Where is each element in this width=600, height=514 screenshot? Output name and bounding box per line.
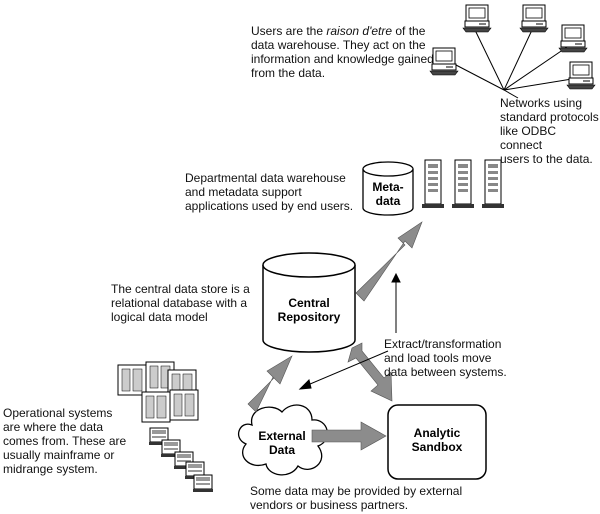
etl-annotation-line: data between systems. <box>384 365 507 379</box>
operational-annotation-line: comes from. These are <box>3 434 127 448</box>
users-annotation-line: from the data. <box>251 66 326 80</box>
operational-annotation-line: are where the data <box>3 420 104 434</box>
etl-annotation: Extract/transformation and load tools mo… <box>384 337 507 379</box>
networks-annotation-line: like ODBC connect <box>500 124 557 152</box>
metadata-label-line: Meta- <box>372 180 404 194</box>
mainframe-cabinet-icon <box>117 361 199 423</box>
network-lines <box>455 29 579 99</box>
external-data-cloud <box>237 404 328 476</box>
metadata-cylinder <box>362 161 414 216</box>
metadata-label-line: data <box>375 194 401 208</box>
networks-annotation-line: users to the data. <box>500 152 593 166</box>
metadata-label: Meta- data <box>363 180 413 208</box>
etl-annotation-line: Extract/transformation <box>384 337 502 351</box>
analytic-sandbox-label-line: Sandbox <box>411 440 463 454</box>
networks-annotation-line: standard protocols <box>500 110 599 124</box>
line-printer-icon <box>148 427 214 493</box>
users-annotation-pre: Users are the <box>251 24 327 38</box>
flow-arrows <box>247 221 423 451</box>
external-source-annotation-line: Some data may be provided by external <box>250 484 463 498</box>
users-annotation-line: information and knowledge gained <box>251 52 434 66</box>
users-annotation-line: data warehouse. They act on the <box>251 38 426 52</box>
analytic-sandbox-label-line: Analytic <box>413 426 461 440</box>
operational-annotation: Operational systems are where the data c… <box>3 406 126 476</box>
central-store-annotation-line: relational database with a <box>111 296 248 310</box>
departmental-annotation-line: Departmental data warehouse <box>185 171 346 185</box>
external-source-annotation: Some data may be provided by external ve… <box>250 484 462 512</box>
central-store-annotation-line: The central data store is a <box>111 282 250 296</box>
departmental-annotation-line: and metadata support <box>185 185 302 199</box>
analytic-sandbox-box <box>387 404 487 480</box>
external-source-annotation-line: vendors or business partners. <box>250 498 409 512</box>
departmental-annotation: Departmental data warehouse and metadata… <box>185 171 353 213</box>
operational-annotation-line: midrange system. <box>3 462 98 476</box>
central-store-annotation-line: logical data model <box>111 310 208 324</box>
departmental-annotation-line: applications used by end users. <box>185 199 354 213</box>
networks-annotation: Networks using standard protocols like O… <box>500 96 600 166</box>
external-data-label-line: Data <box>268 443 295 457</box>
operational-annotation-line: Operational systems <box>3 406 113 420</box>
central-store-annotation: The central data store is a relational d… <box>111 282 250 324</box>
central-repository-label-line: Repository <box>277 310 341 324</box>
external-data-label: External Data <box>250 429 314 457</box>
etl-annotation-line: and load tools move <box>384 351 492 365</box>
users-annotation-post: of the <box>392 24 426 38</box>
users-annotation: Users are the raison d'etre of the data … <box>251 24 434 80</box>
analytic-sandbox-label: Analytic Sandbox <box>388 426 486 454</box>
server-tower-icon <box>421 159 505 209</box>
central-repository-cylinder <box>262 252 356 353</box>
operational-annotation-line: usually mainframe or <box>3 448 115 462</box>
user-terminal-icon <box>429 4 596 90</box>
thin-arrows <box>298 272 401 390</box>
central-repository-label: Central Repository <box>263 296 355 324</box>
central-repository-label-line: Central <box>288 296 330 310</box>
users-annotation-italic: raison d'etre <box>326 24 393 38</box>
external-data-label-line: External <box>258 429 306 443</box>
networks-annotation-line: Networks using <box>500 96 583 110</box>
